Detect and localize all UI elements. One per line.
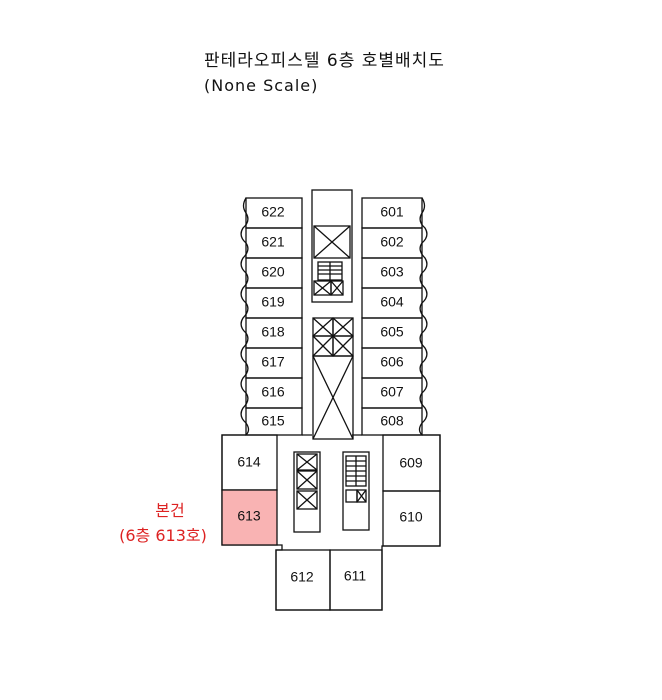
unit-601-label: 601 <box>380 204 404 220</box>
elevator-upper <box>313 225 351 259</box>
unit-610-label: 610 <box>399 509 423 525</box>
left-wall-edge <box>240 197 250 436</box>
lower-core-right <box>342 451 370 531</box>
right-wall-edge <box>418 197 428 436</box>
unit-610-cell[interactable] <box>382 490 441 547</box>
unit-616-label: 616 <box>261 384 285 400</box>
duct-upper-2 <box>330 280 344 296</box>
unit-622-label: 622 <box>261 204 285 220</box>
unit-603-label: 603 <box>380 264 404 280</box>
unit-613-cell[interactable] <box>221 489 278 546</box>
unit-617-label: 617 <box>261 354 285 370</box>
unit-604-label: 604 <box>380 294 404 310</box>
subject-property-label: 본건 <box>155 501 185 520</box>
unit-607-label: 607 <box>380 384 404 400</box>
subject-property-detail: (6층 613호) <box>119 526 207 545</box>
unit-621-label: 621 <box>261 234 285 250</box>
unit-609-label: 609 <box>399 455 423 471</box>
unit-619-label: 619 <box>261 294 285 310</box>
unit-611-label: 611 <box>344 568 367 584</box>
unit-612-label: 612 <box>290 569 314 585</box>
unit-615-label: 615 <box>261 413 285 429</box>
core-shaft <box>312 355 354 440</box>
unit-608-label: 608 <box>380 413 404 429</box>
unit-611-cell[interactable] <box>329 549 383 611</box>
core-upper <box>311 189 353 303</box>
unit-613-label: 613 <box>237 508 261 524</box>
unit-618-label: 618 <box>261 324 285 340</box>
unit-602-label: 602 <box>380 234 404 250</box>
diagram-scale-note: (None Scale) <box>204 76 319 95</box>
unit-614-label: 614 <box>237 454 261 470</box>
diagram-title: 판테라오피스텔 6층 호별배치도 <box>204 51 445 71</box>
unit-606-label: 606 <box>380 354 404 370</box>
lower-core-left <box>293 451 321 533</box>
unit-605-label: 605 <box>380 324 404 340</box>
unit-620-label: 620 <box>261 264 285 280</box>
